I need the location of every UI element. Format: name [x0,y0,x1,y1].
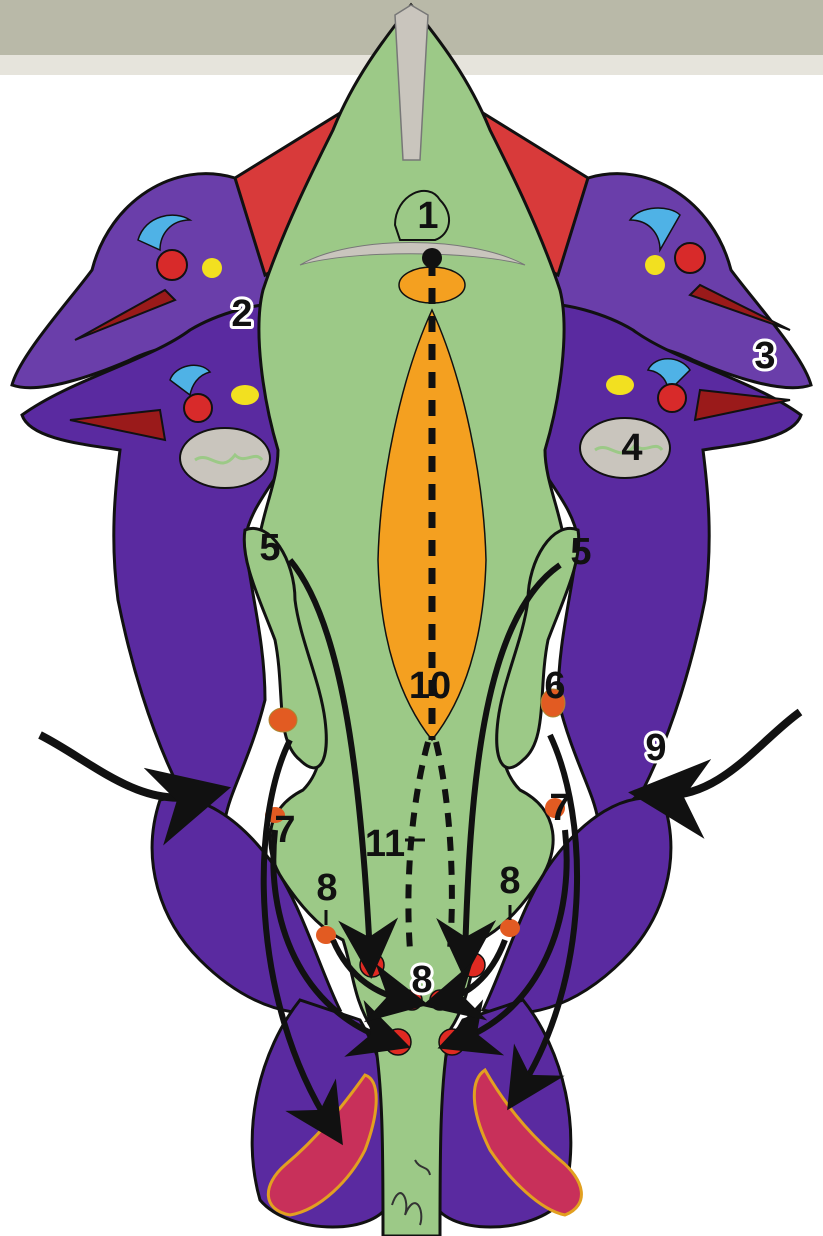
label-10: 10 [409,665,451,707]
label-8-right: 8 [499,860,520,902]
label-8-left: 8 [316,867,337,909]
label-6: 6 [544,665,565,707]
label-7-left: 7 [274,809,295,851]
label-8-center: 8 [411,959,432,1001]
label-1: 1 [417,195,438,237]
label-7-right: 7 [549,787,570,829]
label-3: 3 [754,335,775,377]
right-side-arrow [660,712,800,795]
label-9: 9 [645,727,666,769]
label-5-left: 5 [259,527,280,569]
label-11: 11 [365,823,405,865]
label-2: 2 [231,293,252,335]
label-5-right: 5 [570,531,591,573]
label-4: 4 [621,427,642,469]
